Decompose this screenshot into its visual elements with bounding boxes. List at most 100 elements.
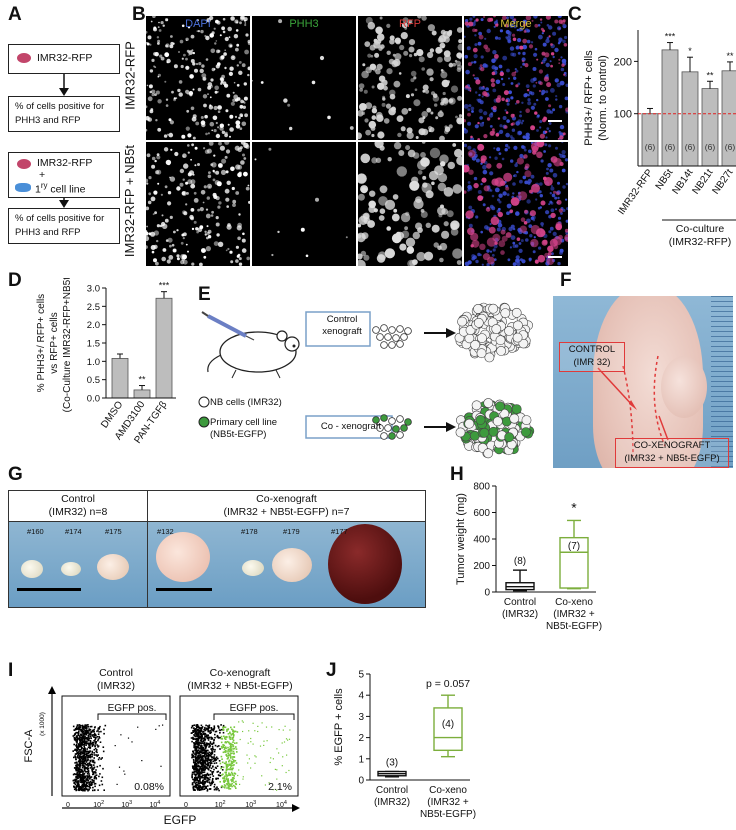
a-box-result1: % of cells positive for PHH3 and RFP bbox=[8, 96, 120, 132]
j-ylabel: % EGFP + cells bbox=[333, 688, 345, 766]
i-xtick-label: 0 bbox=[184, 802, 188, 809]
b-row-label-1: IMR32-RFP bbox=[112, 16, 146, 142]
e-tumor-cell bbox=[511, 404, 522, 414]
e-cell bbox=[400, 424, 408, 432]
e-tumor-cell bbox=[483, 398, 494, 408]
d-ytick-label: 0.0 bbox=[87, 394, 100, 405]
i-ylabel: FSC-A bbox=[23, 729, 35, 763]
e-legend-primary-2: (NB5t-EGFP) bbox=[210, 429, 267, 440]
e-tumor-cell bbox=[464, 418, 475, 429]
micrograph-rfp-row2 bbox=[358, 142, 462, 266]
g-tumor-id: #175 bbox=[105, 527, 122, 536]
c-sig: ** bbox=[706, 70, 714, 80]
g-tumor-id: #174 bbox=[65, 527, 82, 536]
i-xtick-label: 0 bbox=[66, 802, 70, 809]
h-ylabel: Tumor weight (mg) bbox=[455, 493, 467, 585]
a-box3-sup: ry bbox=[40, 181, 48, 190]
a-box3-cell-line: cell line bbox=[47, 183, 86, 196]
g-tumor-160 bbox=[21, 560, 43, 578]
e-cell bbox=[380, 414, 388, 422]
e-cell bbox=[392, 334, 400, 342]
i-xtick-sup: 2 bbox=[101, 800, 104, 806]
g-control-header: Control (IMR32) n=8 bbox=[9, 491, 148, 522]
j-ytick-label: 5 bbox=[358, 670, 364, 681]
h-xtick-label-3: NB5t-EGFP) bbox=[546, 621, 602, 632]
column-header-merge: Merge bbox=[500, 18, 532, 30]
e-tumor-cell bbox=[477, 333, 487, 343]
chart-d: 0.00.51.01.52.02.53.0DMSO**AMD3100***PAN… bbox=[36, 278, 176, 446]
e-tumor-control bbox=[454, 302, 533, 363]
c-sig: * bbox=[688, 46, 692, 56]
chart-h: 0200400600800(8)Control(IMR32)(7)Co-xeno… bbox=[455, 482, 602, 633]
column-header-phh3: PHH3 bbox=[289, 18, 319, 30]
g-coxeno-1: Co-xenograft bbox=[256, 493, 317, 505]
d-ylabel-1: % PHH3+/ RFP+ cells bbox=[36, 294, 47, 392]
e-tumor-cell bbox=[479, 427, 490, 438]
j-pvalue: p = 0.057 bbox=[426, 678, 470, 690]
g-control-2: (IMR32) n=8 bbox=[48, 506, 108, 518]
b-row-label-2: IMR32-RFP + NB5t bbox=[112, 144, 146, 270]
g-tumor-178 bbox=[242, 560, 264, 576]
e-tumor-cell bbox=[496, 346, 506, 356]
e-tumor-cell bbox=[504, 432, 515, 443]
e-cell bbox=[372, 416, 380, 424]
panel-label-c: C bbox=[568, 4, 582, 25]
i-xtick-sup: 2 bbox=[222, 800, 225, 806]
e-cell bbox=[400, 333, 408, 341]
i-gate bbox=[213, 713, 295, 720]
c-xtick-label: IMR32-RFP bbox=[616, 167, 655, 217]
c-ylabel-2: (Norm. to control) bbox=[597, 55, 609, 141]
g-control-1: Control bbox=[61, 493, 95, 505]
a-box1-text: IMR32-RFP bbox=[37, 52, 93, 64]
d-ytick-label: 2.0 bbox=[87, 320, 100, 331]
d-bar bbox=[111, 358, 129, 399]
d-ylabel-3: (Co-Culture IMR32-RFP+NB5t) bbox=[62, 278, 73, 412]
c-ytick-label: 100 bbox=[614, 109, 632, 121]
i-x-arrowhead bbox=[292, 804, 300, 812]
micrograph-rfp-row1: RFP bbox=[358, 16, 462, 140]
i-gate-label: EGFP pos. bbox=[230, 703, 279, 714]
f-control-1: CONTROL bbox=[568, 344, 616, 355]
e-cell bbox=[388, 417, 396, 425]
syringe-icon bbox=[201, 311, 255, 341]
h-ytick-label: 600 bbox=[473, 508, 490, 519]
g-tumor-id: #178 bbox=[241, 527, 258, 536]
d-bar bbox=[133, 389, 151, 399]
c-n-label: (6) bbox=[665, 142, 676, 152]
e-cell bbox=[396, 340, 404, 348]
e-tumor-cell bbox=[484, 352, 495, 363]
a-box-coculture: IMR32-RFP + 1ry cell line bbox=[8, 152, 120, 198]
c-xtick-label: NB27t bbox=[711, 167, 736, 196]
panel-label-j: J bbox=[326, 660, 337, 681]
i-xtick-label: 103 bbox=[245, 800, 256, 809]
mouse-icon bbox=[207, 330, 300, 379]
e-cell bbox=[380, 341, 388, 349]
e-tumor-cell bbox=[495, 335, 506, 346]
j-xtick-label-2: (IMR32 + bbox=[427, 797, 469, 808]
c-n-label: (6) bbox=[705, 142, 716, 152]
g-tumor-132 bbox=[156, 532, 210, 582]
h-ytick-label: 400 bbox=[473, 535, 490, 546]
c-group-label-2: (IMR32-RFP) bbox=[669, 236, 731, 248]
i-xlabel: EGFP bbox=[164, 813, 197, 827]
column-header-rfp: RFP bbox=[399, 18, 421, 30]
e-cell bbox=[404, 418, 412, 426]
i-xtick-label: 104 bbox=[149, 800, 160, 809]
b-row1-text: IMR32-RFP bbox=[122, 41, 138, 110]
j-ytick-label: 2 bbox=[358, 733, 364, 744]
micrograph-phh3-row2 bbox=[252, 142, 356, 266]
i-percent: 0.08% bbox=[134, 781, 164, 793]
e-diagram bbox=[198, 302, 535, 459]
h-ytick-label: 200 bbox=[473, 561, 490, 572]
scale-bar bbox=[548, 256, 562, 258]
e-tumor-cell bbox=[471, 400, 482, 411]
j-ytick-label: 3 bbox=[358, 712, 364, 723]
panel-label-f: F bbox=[560, 270, 572, 291]
e-tumor-cell bbox=[511, 307, 522, 318]
f-coxeno-2: (IMR32 + NB5t-EGFP) bbox=[624, 453, 720, 464]
f-coxeno-1: CO-XENOGRAFT bbox=[633, 440, 711, 451]
micrograph-phh3-row1: PHH3 bbox=[252, 16, 356, 140]
e-tumor-cell bbox=[473, 303, 483, 314]
f-coxeno-box: CO-XENOGRAFT (IMR32 + NB5t-EGFP) bbox=[615, 438, 729, 468]
i-y-arrowhead bbox=[48, 686, 56, 694]
